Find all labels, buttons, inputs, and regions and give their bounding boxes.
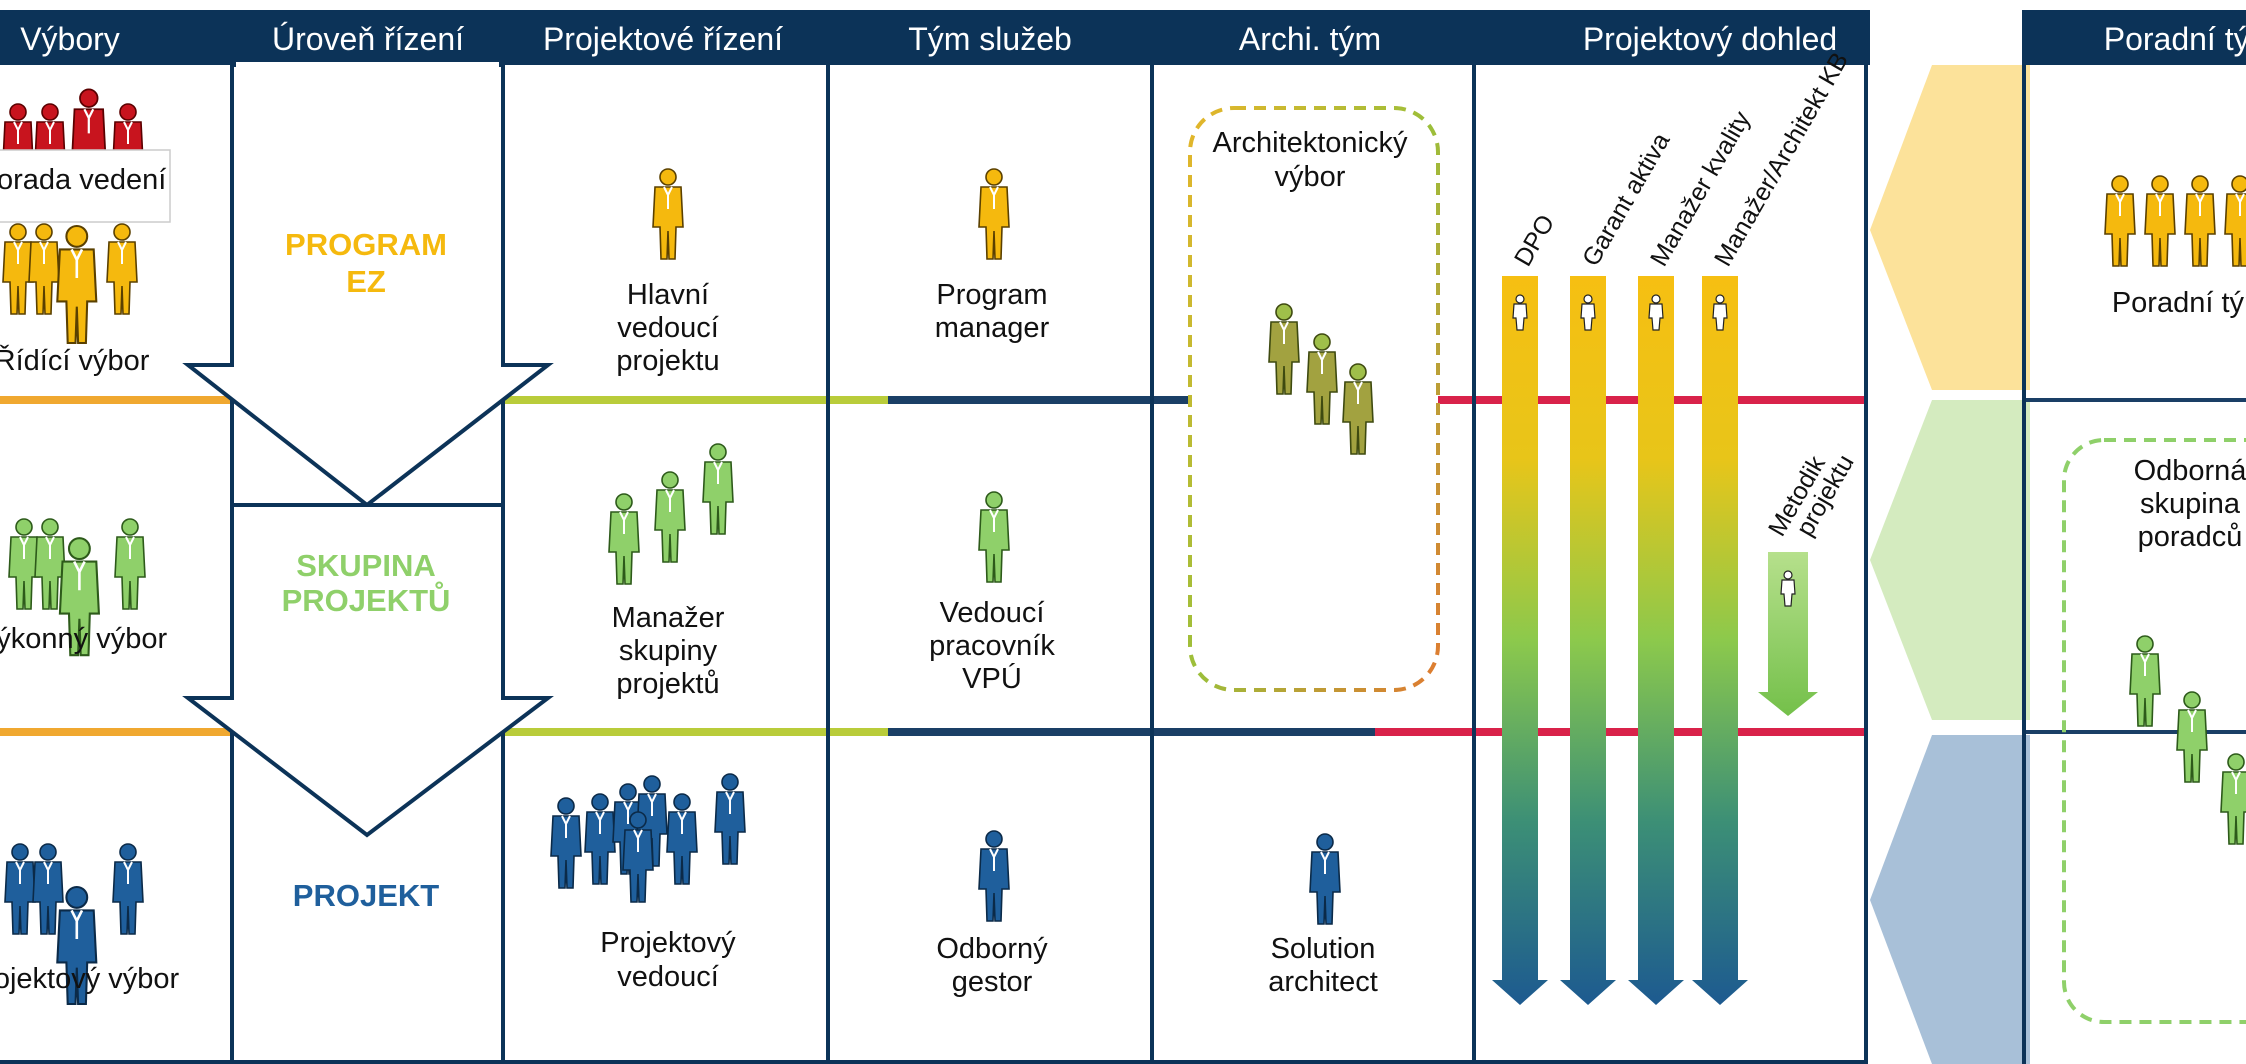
person-solution-architect-icon <box>1309 833 1341 925</box>
yellow-people-icon <box>2 223 138 345</box>
level-arrow-1 <box>182 63 554 508</box>
level-projekt: PROJEKT <box>293 878 439 913</box>
dohled-bars <box>1492 276 1748 1005</box>
level-program-line1: PROGRAM <box>285 227 447 262</box>
manazer-line3: projektů <box>616 668 719 700</box>
header-tym-sluzeb: Tým služeb <box>908 21 1072 57</box>
vybor-projektovy-label: Projektový výbor <box>0 963 180 995</box>
manazer-line2: skupiny <box>619 635 718 667</box>
odborna-line3: poradců <box>2138 521 2243 553</box>
poradni-tym-label: Poradní tým <box>2112 287 2246 319</box>
level-skupina-line1: SKUPINA <box>296 548 436 583</box>
projektovy-vedouci-line1: Projektový <box>600 927 736 959</box>
manazer-people-icon <box>608 443 734 585</box>
arch-vybor-line2: výbor <box>1275 161 1346 193</box>
poradni-people-icon <box>2104 175 2246 267</box>
porada-label-box <box>0 149 171 223</box>
odborna-skupina-box <box>2062 438 2246 1024</box>
header-bar-right <box>2022 10 2246 65</box>
solution-line2: architect <box>1268 966 1378 998</box>
program-manager-line2: manager <box>935 312 1050 344</box>
odborna-line1: Odborná <box>2134 455 2246 487</box>
dohled-dpo-label: DPO <box>1509 210 1560 271</box>
hlavni-line1: Hlavní <box>627 279 709 311</box>
level-program-line2: EZ <box>346 264 386 299</box>
header-poradni: Poradní tým <box>2104 21 2246 57</box>
projekt-team-icon <box>550 773 746 903</box>
header-uroven: Úroveň řízení <box>272 21 464 57</box>
hlavni-line3: projektu <box>616 345 719 377</box>
solution-line1: Solution <box>1271 933 1376 965</box>
header-archi: Archi. tým <box>1239 21 1381 57</box>
odborna-people-icon <box>2129 635 2246 845</box>
header-bar-left <box>0 10 1870 65</box>
arrow-left-yellow <box>1870 65 2030 390</box>
vpu-line1: Vedoucí <box>940 597 1045 629</box>
person-hlavni-icon <box>652 168 684 260</box>
header-projektove: Projektové řízení <box>543 21 783 57</box>
gestor-line1: Odborný <box>936 933 1048 965</box>
dohled-person-icons <box>1512 294 1728 331</box>
header-dohled: Projektový dohled <box>1583 21 1837 57</box>
header-vybory: Výbory <box>20 21 120 57</box>
metodik-arrow <box>1758 552 1818 716</box>
vpu-line2: pracovník <box>929 630 1055 662</box>
vybor-vykonny-label: Výkonný výbor <box>0 623 167 655</box>
vpu-line3: VPÚ <box>962 662 1022 695</box>
vybor-ridici-label: Řídící výbor <box>0 344 150 377</box>
gestor-line2: gestor <box>952 966 1033 998</box>
odborna-line2: skupina <box>2140 488 2241 520</box>
arrow-left-green <box>1870 400 2030 720</box>
person-vpu-icon <box>978 491 1010 583</box>
person-program-manager-icon <box>978 168 1010 260</box>
vybor-porada-label: Porada vedení <box>0 164 166 196</box>
program-manager-line1: Program <box>936 279 1047 311</box>
hlavni-line2: vedoucí <box>617 312 719 344</box>
arch-vybor-line1: Architektonický <box>1212 127 1408 159</box>
arrow-left-blue <box>1870 735 2030 1064</box>
manazer-line1: Manažer <box>612 602 725 634</box>
level-skupina-line2: PROJEKTŮ <box>282 580 451 618</box>
projektovy-vedouci-line2: vedoucí <box>617 961 719 993</box>
level-arrow-2 <box>182 503 554 838</box>
person-gestor-icon <box>978 830 1010 922</box>
